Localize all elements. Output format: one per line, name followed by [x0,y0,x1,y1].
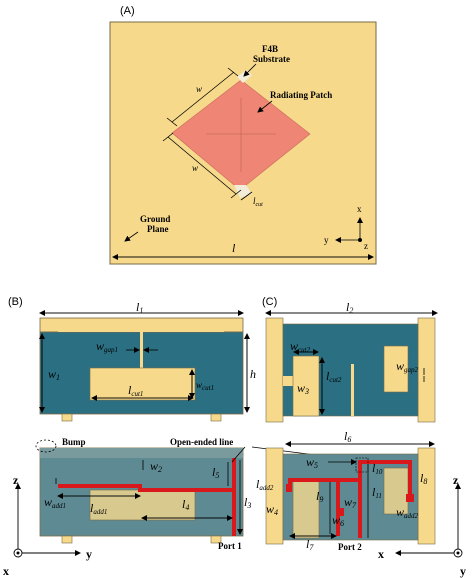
axis-b-y-label: y [86,547,92,561]
dim-l5-label: l5 [212,465,219,480]
foot-b2 [210,413,222,422]
panel-label-c: (C) [262,296,277,308]
axis-c-y-label: y [460,564,466,578]
bump-marker [35,439,57,453]
axis-c-z-label: z [453,473,459,487]
top-recess-b [58,320,224,332]
dim-l10-label: l10 [372,461,383,476]
dim-l6-label: l6 [344,429,351,444]
dim-l4-label: l4 [182,497,189,512]
axis-a-x-label: x [357,204,362,214]
end-post-c1 [265,317,284,423]
dim-l1-label: l1 [136,300,143,315]
axis-c-x-label: x [378,547,384,561]
dim-lcut [240,191,253,201]
dim-wadd1-label: wadd1 [44,495,66,510]
substrate-label-line2: Substrate [253,54,290,64]
gap-slot-b [140,332,143,368]
port1-label: Port 1 [218,541,242,551]
ground-label-line2: Plane [147,224,169,234]
dim-w-bottom [167,136,237,195]
dim-w6-label: w6 [332,513,344,528]
dim-lcut-label: lcut [253,196,263,208]
dim-h-label: h [250,367,256,381]
port2-label: Port 2 [338,542,362,552]
dim-w-bottom-label: w [192,163,198,173]
cut-slot-b [89,367,196,401]
dim-wcut1-label: wcut1 [196,380,214,392]
dim-w7-label: w7 [344,495,357,510]
axis-b-z-label: z [13,473,19,487]
substrate-label-line1: F4B [262,44,278,54]
dim-l7-label: l7 [306,537,314,552]
axis-a-z-label: z [364,241,368,251]
right-slot-c [383,345,409,393]
dim-l2-label: l2 [346,300,353,315]
axis-a-y-label: y [324,235,329,245]
dim-ladd2-label: ladd2 [256,477,274,492]
dim-w-top [171,71,235,123]
feed-line-b [58,484,234,492]
dim-w4-label: w4 [266,502,278,517]
dim-ladd1-label: ladd1 [90,501,107,516]
ground-label-line1: Ground [140,214,170,224]
patch-arrow [257,100,273,113]
foot-b1 [61,413,73,422]
axis-b-x-label: x [3,564,9,578]
dim-l11-label: l11 [372,485,382,500]
open-line-label: Open-ended line [170,437,233,447]
substrate-arrow [243,63,257,77]
dim-w-top-label: w [196,84,202,94]
end-post-c2 [417,317,436,423]
dim-wgap1-label: wgap1 [96,339,118,354]
dim-wadd2-label: wadd2 [396,505,419,520]
dim-wcut2-label: wcut2 [290,339,311,354]
open-line-c [338,460,412,500]
dim-w5-label: w5 [306,455,318,470]
bump-label: Bump [62,437,86,447]
corner-cut-bottom [234,185,252,198]
center-gap-c [351,364,354,416]
dim-l3-label: l3 [244,495,251,510]
dim-w3-label: w3 [297,381,309,396]
panel-label-b: (B) [8,296,23,308]
top-strip-b-bottom [40,448,243,458]
panel-label-a: (A) [120,5,135,17]
dim-w2-label: w2 [150,459,162,474]
cut-slot-c-bottom [292,479,320,539]
patch-label: Radiating Patch [270,90,332,100]
dim-lcut1-label: lcut1 [128,383,143,398]
dim-w1-label: w1 [48,367,60,382]
side-gap-c [283,376,293,386]
cut-slot-c [292,355,320,417]
dim-l-label: l [232,241,236,255]
dim-l8-label: l8 [420,471,427,486]
dim-l9-label: l9 [316,489,323,504]
right-slot-c-bottom [383,467,409,515]
dim-lcut2-label: lcut2 [326,369,342,384]
dim-wgap2-label: wgap2 [396,359,419,374]
ground-arrow [124,231,139,242]
